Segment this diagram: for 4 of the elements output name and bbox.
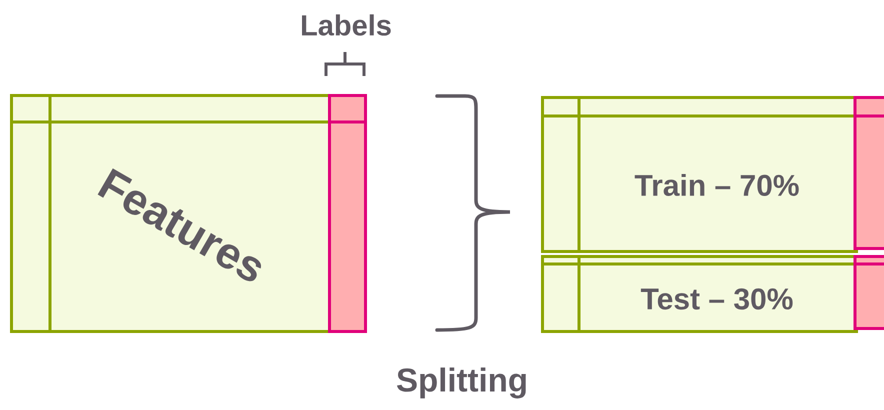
caption-text: Splitting: [396, 368, 526, 398]
node-label: Labels: [302, 14, 391, 36]
table-block: Test – 30%: [541, 255, 884, 333]
table-block: Train – 70%: [541, 96, 884, 253]
